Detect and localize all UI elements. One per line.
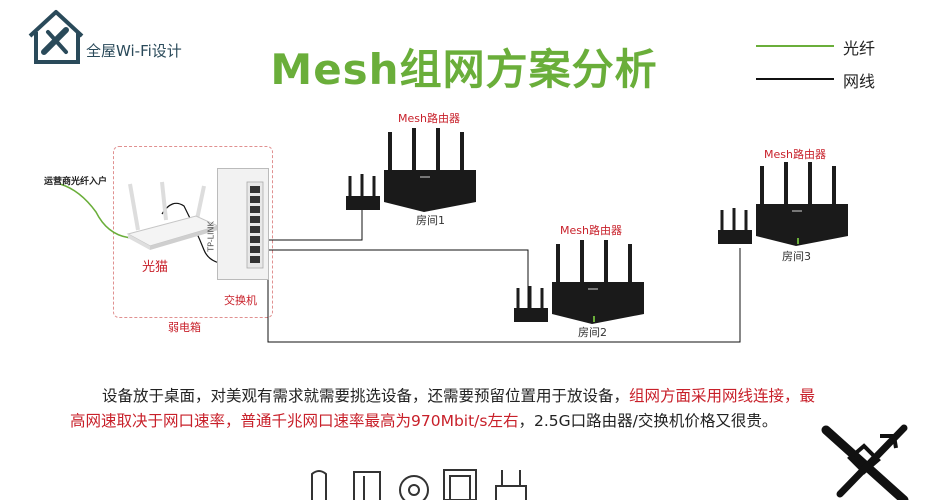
brand-name: 全屋Wi-Fi设计 bbox=[86, 42, 182, 60]
switch-label: 交换机 bbox=[224, 294, 257, 307]
cabinet-label: 弱电箱 bbox=[168, 321, 201, 334]
page-title: Mesh组网方案分析 bbox=[270, 45, 658, 94]
camera-icon bbox=[399, 475, 429, 500]
router-3-room: 房间3 bbox=[782, 250, 811, 263]
router-1-icon bbox=[346, 128, 476, 212]
isp-fiber-label: 运营商光纤入户 bbox=[44, 177, 108, 187]
router-3-title: Mesh路由器 bbox=[764, 148, 826, 161]
router-1-room: 房间1 bbox=[416, 214, 445, 227]
router-2-title: Mesh路由器 bbox=[560, 224, 622, 237]
monitor-icon bbox=[443, 469, 477, 500]
paragraph-part-1: 设备放于桌面，对美观有需求就需要挑选设备，还需要预留位置用于放设备， bbox=[102, 387, 630, 405]
modem-label: 光猫 bbox=[142, 260, 169, 275]
router-3-icon bbox=[718, 162, 848, 246]
legend-cable-line bbox=[756, 78, 834, 80]
paragraph-highlight: 组网方面采用网线连接，最高网速取决于网口速率，普通千兆网口速率最高为970Mbi… bbox=[70, 387, 816, 430]
tv-stand-icon bbox=[353, 471, 381, 500]
house-logo-icon bbox=[28, 10, 84, 64]
description-paragraph: 设备放于桌面，对美观有需求就需要挑选设备，还需要预留位置用于放设备，组网方面采用… bbox=[70, 384, 830, 434]
legend-cable-label: 网线 bbox=[843, 72, 876, 91]
legend-fiber-line bbox=[756, 45, 834, 47]
tools-icon bbox=[821, 424, 909, 500]
legend-fiber-label: 光纤 bbox=[843, 39, 876, 58]
paragraph-part-3: ，2.5G口路由器/交换机价格又很贵。 bbox=[518, 412, 778, 430]
switch-brand: TP-LINK bbox=[206, 221, 216, 252]
switch-ports bbox=[246, 181, 264, 269]
router-outline-icon bbox=[495, 470, 527, 500]
router-2-room: 房间2 bbox=[578, 326, 607, 339]
optical-modem-icon bbox=[126, 181, 220, 250]
speaker-icon bbox=[311, 470, 327, 500]
router-2-icon bbox=[514, 240, 644, 324]
router-1-title: Mesh路由器 bbox=[398, 112, 460, 125]
